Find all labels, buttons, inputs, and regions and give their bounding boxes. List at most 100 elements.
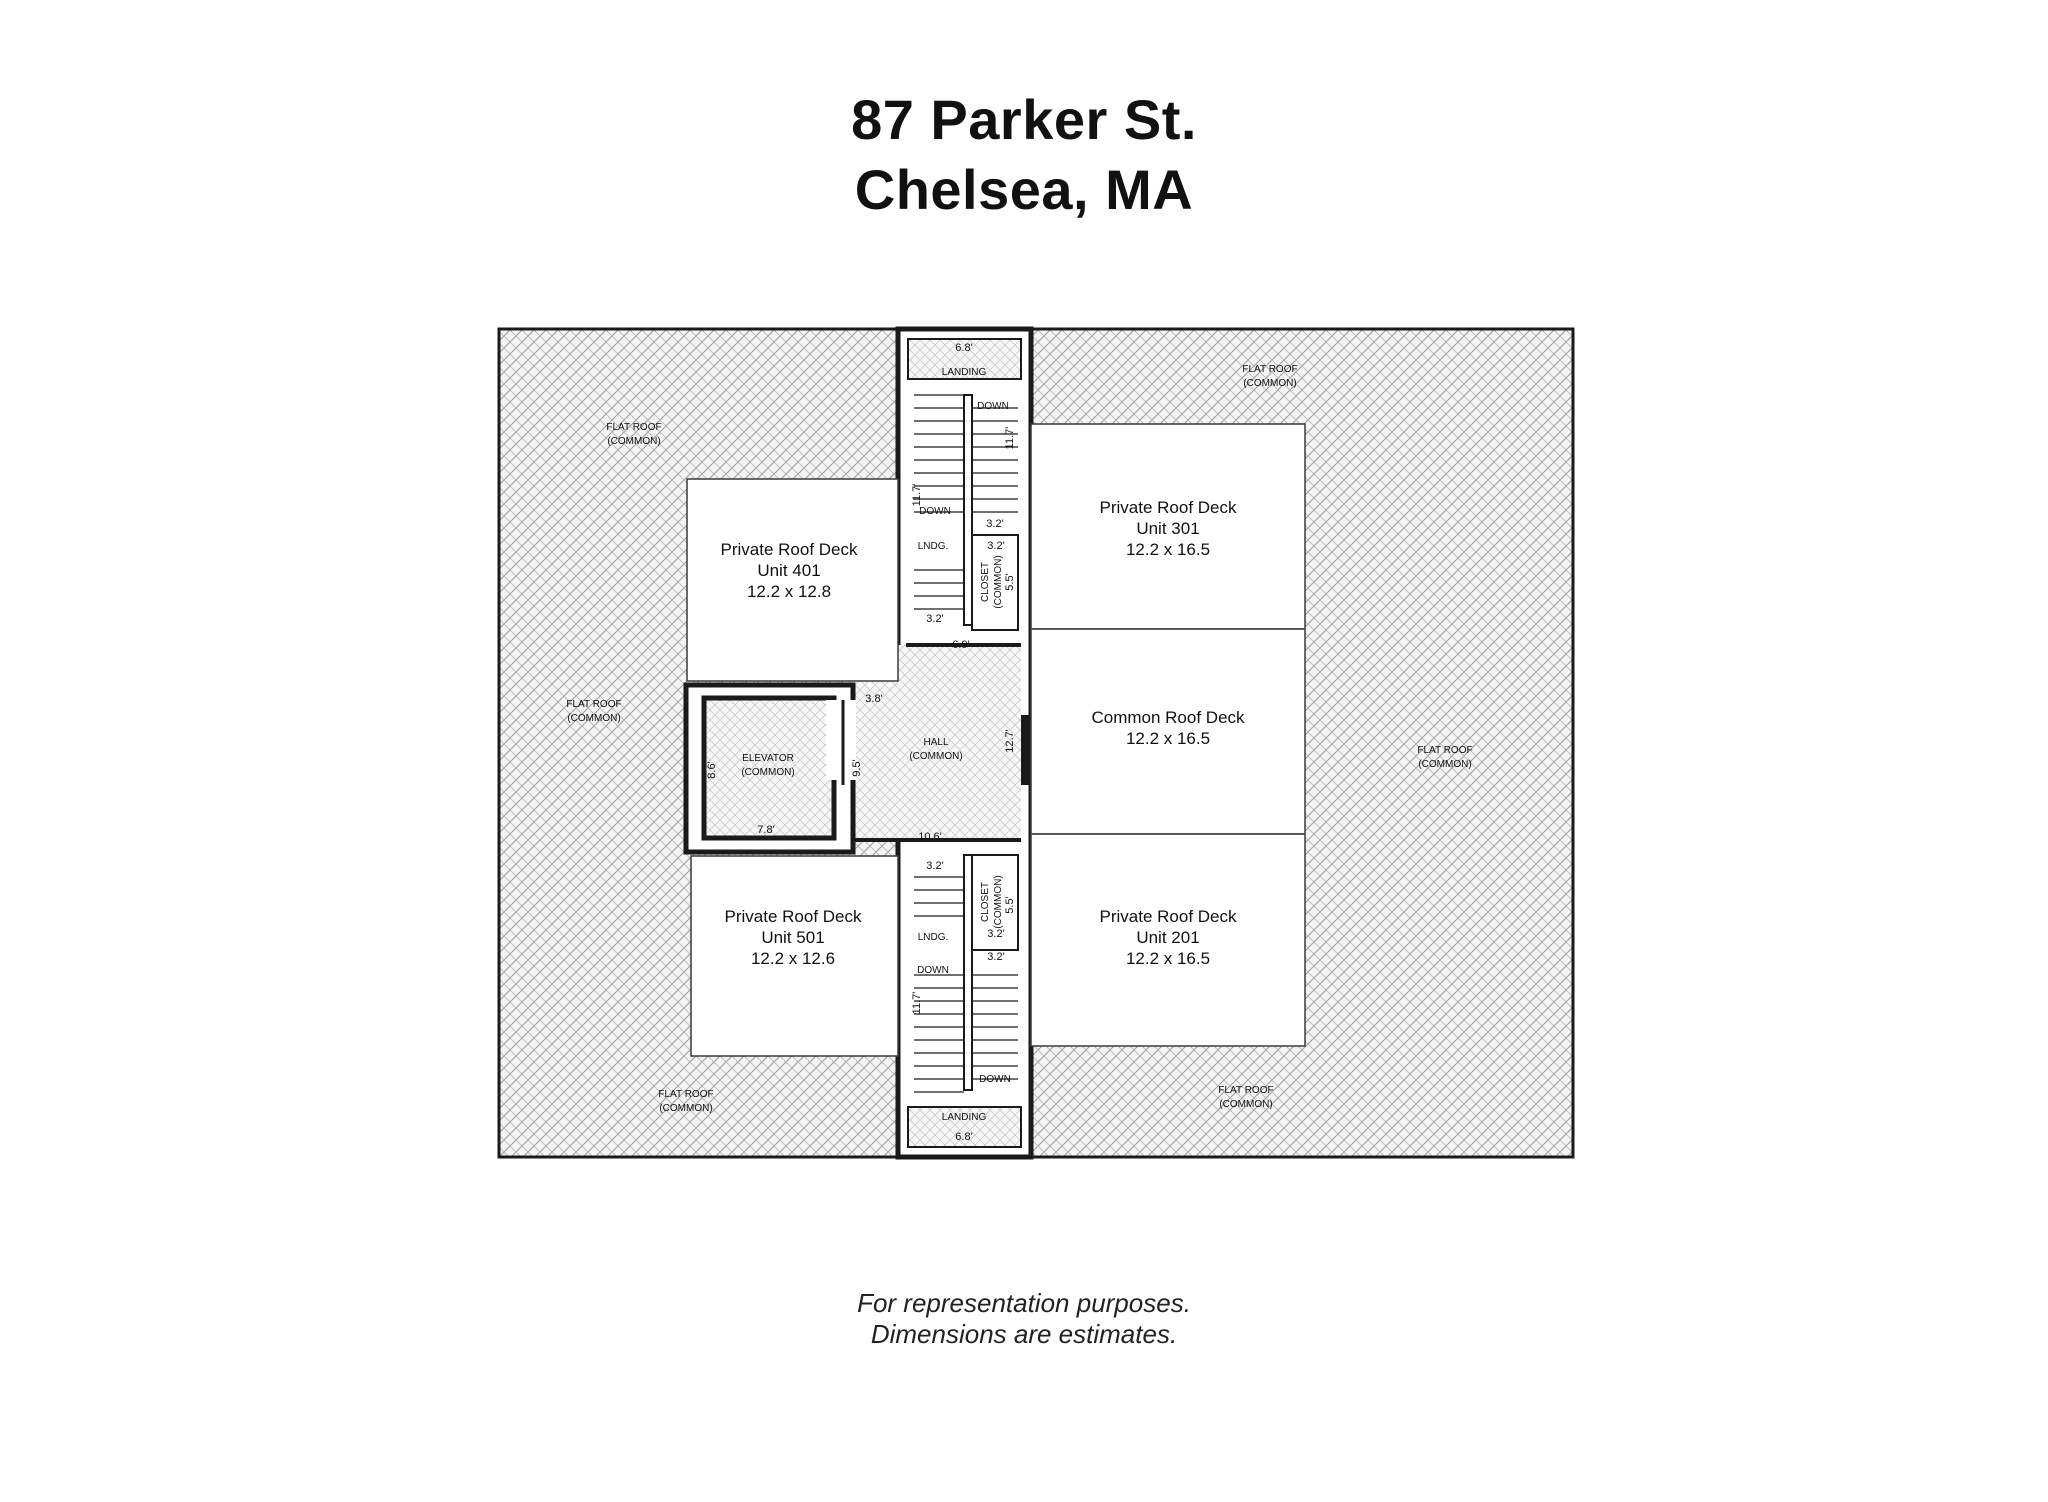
- deck-unit-301: [1030, 423, 1306, 630]
- dim-closet-lower: 5.5': [1004, 896, 1016, 913]
- dim-stair-top-1: 3.2': [986, 518, 1003, 530]
- plan-text: Unit 301: [1136, 519, 1199, 538]
- plan-shape: [1021, 715, 1029, 785]
- hall-label: HALL (COMMON): [909, 737, 962, 762]
- plan-text: Private Roof Deck: [725, 907, 862, 926]
- plan-text: Private Roof Deck: [1100, 498, 1237, 517]
- dim-stair-length-top: 11.7': [1004, 427, 1016, 450]
- plan-text: (COMMON): [1219, 1099, 1272, 1110]
- plan-text: ELEVATOR: [742, 753, 794, 764]
- dim-stair-top-2: 3.2': [987, 540, 1004, 552]
- plan-shape: [963, 394, 973, 626]
- dim-closet-upper: 5.5': [1004, 573, 1016, 590]
- plan-text: FLAT ROOF: [1218, 1085, 1273, 1096]
- dim-stair-bottom-2: 3.2': [987, 928, 1004, 940]
- deck-unit-401: [686, 478, 899, 682]
- plan-shape: [963, 854, 973, 1091]
- plan-text: (COMMON): [993, 555, 1004, 608]
- plan-text: FLAT ROOF: [658, 1089, 713, 1100]
- dim-stair-bottom-3: 3.2': [987, 951, 1004, 963]
- plan-text: FLAT ROOF: [606, 422, 661, 433]
- deck-label-401: Private Roof Deck Unit 401 12.2 x 12.8: [721, 540, 858, 601]
- deck-unit-201: [1030, 833, 1306, 1047]
- plan-group: [914, 876, 1018, 1093]
- disclaimer-line-2: Dimensions are estimates.: [870, 1319, 1178, 1349]
- deck-label-301: Private Roof Deck Unit 301 12.2 x 16.5: [1100, 498, 1237, 559]
- plan-text: Common Roof Deck: [1091, 708, 1245, 727]
- plan-text: FLAT ROOF: [566, 699, 621, 710]
- dim-hall-side: 9.5': [851, 759, 863, 776]
- closet-upper: [971, 534, 1019, 631]
- dim-stair-bottom-1: 3.2': [926, 860, 943, 872]
- plan-text: Unit 201: [1136, 928, 1199, 947]
- upper-stair: [907, 338, 1022, 631]
- plan-text: FLAT ROOF: [1417, 745, 1472, 756]
- down-label-2: DOWN: [919, 506, 951, 517]
- plan-text: CLOSET: [980, 882, 991, 922]
- plan-text: Unit 401: [757, 561, 820, 580]
- plan-shape: [701, 695, 837, 841]
- plan-shape: [907, 338, 1022, 380]
- dim-landing-top: 6.8': [955, 342, 972, 354]
- disclaimer-line-1: For representation purposes.: [857, 1288, 1191, 1318]
- landing-label-bottom: LANDING: [942, 1112, 987, 1123]
- down-label-1: DOWN: [977, 401, 1009, 412]
- dim-stair-length-left-top: 11.7': [911, 484, 923, 507]
- flat-roof-label-sw: FLAT ROOF (COMMON): [658, 1089, 713, 1114]
- address-line-1: 87 Parker St.: [851, 88, 1197, 151]
- flat-roof-label-e: FLAT ROOF (COMMON): [1417, 745, 1472, 770]
- plan-text: (COMMON): [993, 875, 1004, 928]
- closet-lower: [971, 854, 1019, 951]
- dim-elevator-depth: 8.6': [706, 761, 718, 778]
- plan-text: 12.2 x 16.5: [1126, 540, 1210, 559]
- plan-group: [914, 394, 1018, 610]
- deck-label-501: Private Roof Deck Unit 501 12.2 x 12.6: [725, 907, 862, 968]
- plan-text: CLOSET: [980, 562, 991, 602]
- deck-common: [1030, 628, 1306, 835]
- closet-label-upper: CLOSET (COMMON): [980, 555, 1004, 608]
- dim-hall-width: 6.9': [952, 639, 969, 651]
- plan-text: (COMMON): [741, 767, 794, 778]
- deck-label-common: Common Roof Deck 12.2 x 16.5: [1091, 708, 1245, 748]
- address-line-2: Chelsea, MA: [854, 158, 1194, 221]
- flat-roof-label-se: FLAT ROOF (COMMON): [1218, 1085, 1273, 1110]
- plan-text: (COMMON): [1243, 378, 1296, 389]
- lndg-label-top: LNDG.: [918, 541, 949, 552]
- flat-roof-label-nw: FLAT ROOF (COMMON): [606, 422, 661, 447]
- plan-shape: [826, 700, 856, 780]
- lower-stair: [907, 854, 1022, 1148]
- dim-landing-bottom: 6.8': [955, 1131, 972, 1143]
- plan-text: (COMMON): [659, 1103, 712, 1114]
- plan-text: 12.2 x 16.5: [1126, 729, 1210, 748]
- dim-elevator-width: 7.8': [757, 824, 774, 836]
- plan-text: (COMMON): [607, 436, 660, 447]
- deck-unit-501: [690, 855, 899, 1057]
- plan-text: 12.2 x 16.5: [1126, 949, 1210, 968]
- plan-text: 12.2 x 12.6: [751, 949, 835, 968]
- dim-hall-notch: 3.8': [865, 693, 882, 705]
- down-label-3: DOWN: [917, 965, 949, 976]
- dim-hall-length: 12.7': [1004, 729, 1016, 753]
- plan-text: Private Roof Deck: [1100, 907, 1237, 926]
- plan-shape: [907, 1106, 1022, 1148]
- elevator-label: ELEVATOR (COMMON): [741, 753, 794, 778]
- plan-text: (COMMON): [909, 751, 962, 762]
- dim-hall-bottom: 10.6': [918, 831, 942, 843]
- plan-text: Private Roof Deck: [721, 540, 858, 559]
- landing-label-top: LANDING: [942, 367, 987, 378]
- flat-roof-label-w: FLAT ROOF (COMMON): [566, 699, 621, 724]
- deck-label-201: Private Roof Deck Unit 201 12.2 x 16.5: [1100, 907, 1237, 968]
- dim-stair-top-3: 3.2': [926, 613, 943, 625]
- dim-stair-length-left-bottom: 11.7': [911, 992, 923, 1015]
- plan-text: HALL: [923, 737, 948, 748]
- flat-roof-label-ne: FLAT ROOF (COMMON): [1242, 364, 1297, 389]
- plan-text: (COMMON): [567, 713, 620, 724]
- closet-label-lower: CLOSET (COMMON): [980, 875, 1004, 928]
- plan-text: FLAT ROOF: [1242, 364, 1297, 375]
- down-label-4: DOWN: [979, 1074, 1011, 1085]
- plan-text: 12.2 x 12.8: [747, 582, 831, 601]
- plan-text: (COMMON): [1418, 759, 1471, 770]
- plan-text: Unit 501: [761, 928, 824, 947]
- lndg-label-bottom: LNDG.: [918, 932, 949, 943]
